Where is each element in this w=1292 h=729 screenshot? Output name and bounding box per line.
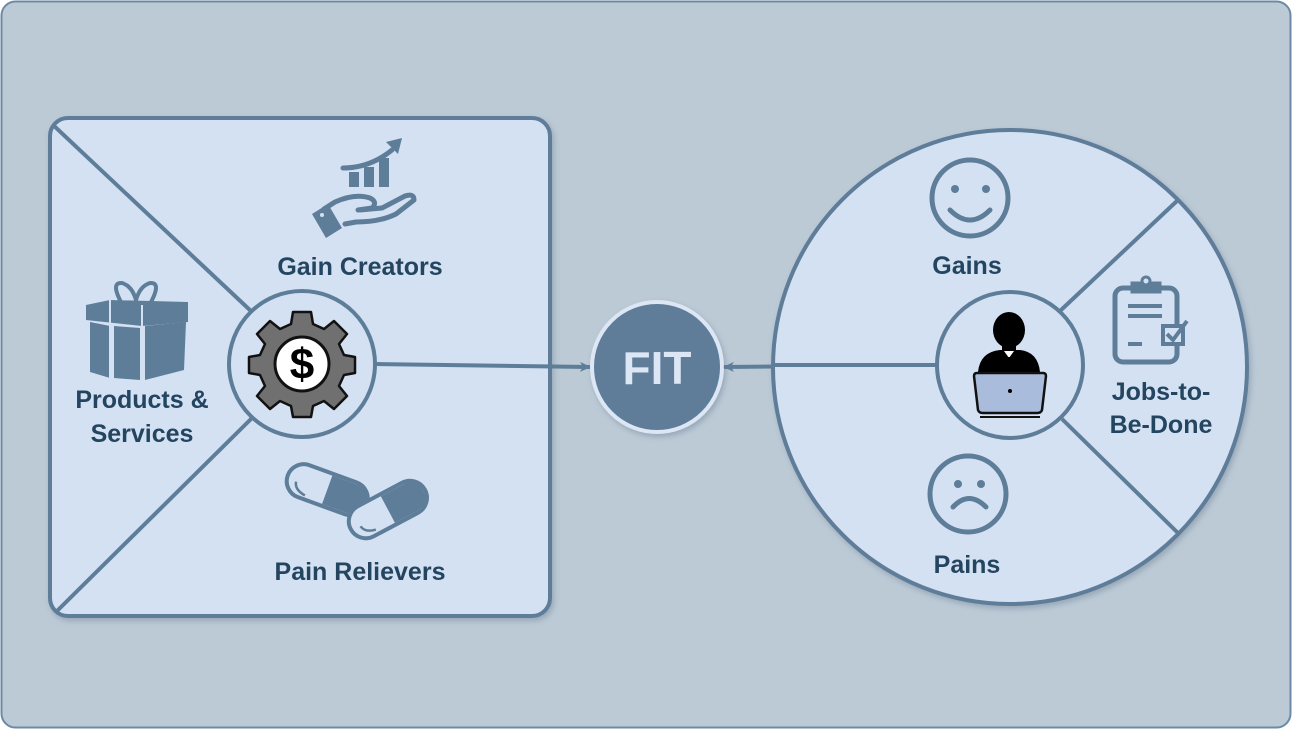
value-map-to-fit-arrow (375, 361, 591, 372)
svg-text:$: $ (290, 340, 314, 389)
person-laptop-icon (972, 312, 1048, 418)
fit-node: FIT (590, 300, 724, 434)
customer-profile-divider-lower (1060, 417, 1182, 537)
gain-creators-label: Gain Creators (277, 253, 442, 281)
customer-profile-divider-upper (1058, 198, 1180, 313)
products-services-label-line1: Products & (75, 386, 208, 414)
clipboard-check-icon (1112, 275, 1189, 365)
gift-icon (86, 280, 188, 382)
fit-label: FIT (623, 342, 692, 394)
smiley-face-icon (929, 157, 1011, 239)
jobs-to-be-done-label-line2: Be-Done (1110, 411, 1213, 439)
value-map-divider-top (50, 122, 254, 314)
gains-label: Gains (932, 252, 1001, 280)
value-map-divider-bottom (54, 416, 254, 614)
dollar-gear-icon: $ (247, 310, 357, 419)
pains-label: Pains (934, 551, 1001, 579)
sad-face-icon (927, 453, 1009, 535)
capsules-icon (284, 462, 429, 541)
products-services-label-line2: Services (91, 420, 194, 448)
hand-growth-chart-icon (312, 138, 417, 238)
pain-relievers-label: Pain Relievers (275, 558, 446, 586)
jobs-to-be-done-label-line1: Jobs-to- (1112, 378, 1211, 406)
customer-profile: Gains Pains Jobs-to- Be-Done (771, 128, 1249, 606)
